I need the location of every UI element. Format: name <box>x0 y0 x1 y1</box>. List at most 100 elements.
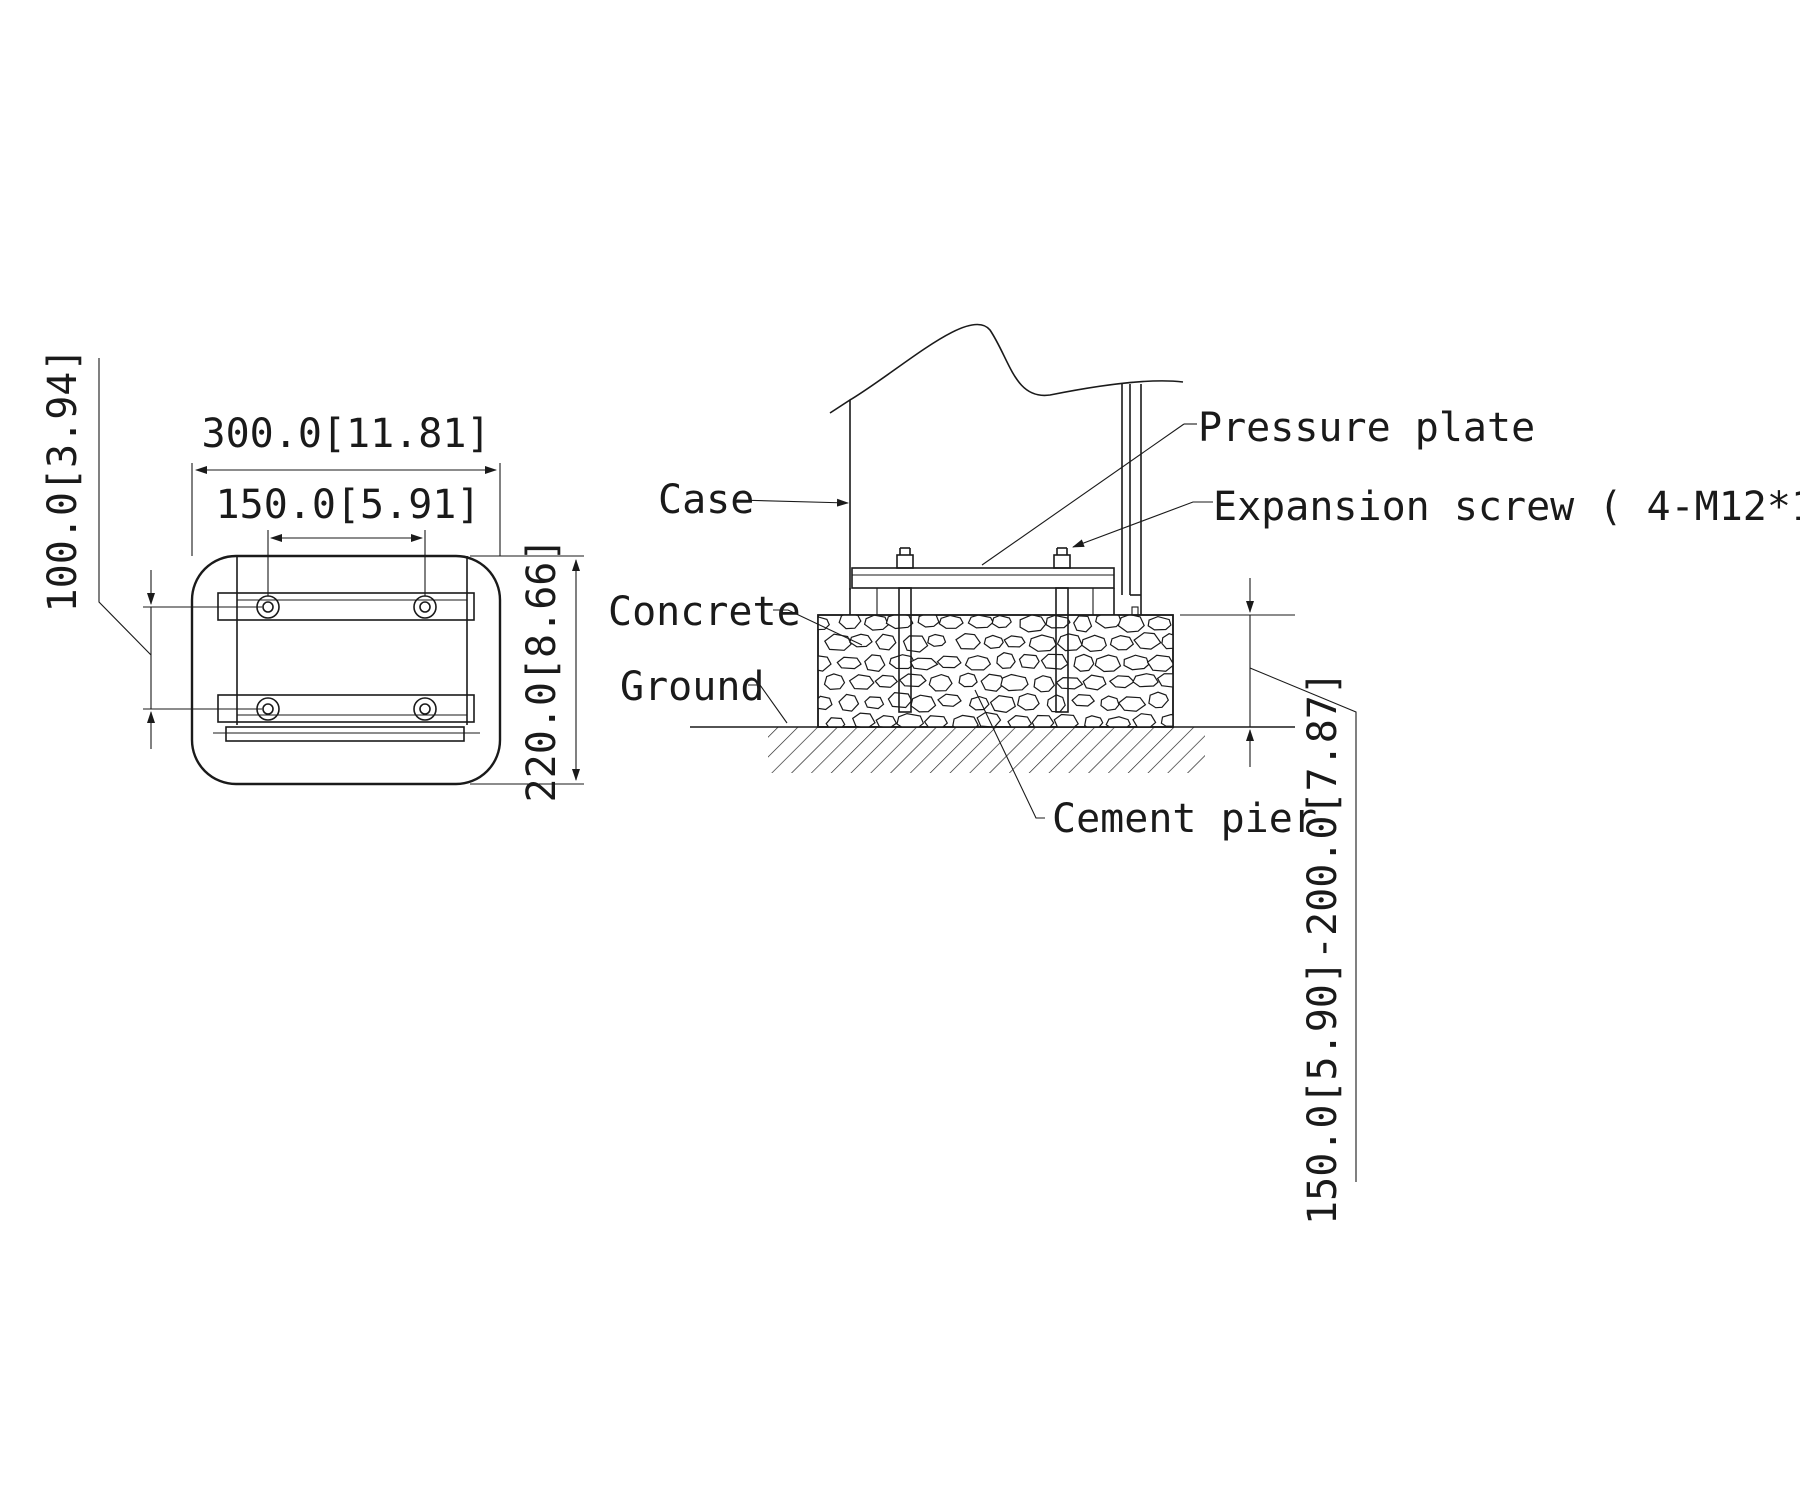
aggregate-stone <box>983 634 1004 650</box>
ground-label: Ground <box>620 664 765 710</box>
cement-pier-label: Cement pier <box>1052 796 1317 842</box>
aggregate-stone <box>1095 615 1122 629</box>
aggregate-stone <box>1071 693 1096 707</box>
aggregate-stone <box>875 714 898 727</box>
bolt-hole <box>413 595 437 619</box>
aggregate-stone <box>1084 715 1104 727</box>
top-view: 300.0[11.81] 150.0[5.91] 220.0[8.66] 100… <box>40 348 584 803</box>
aggregate-stone <box>910 694 937 713</box>
aggregate-stone <box>888 654 917 670</box>
depth-dimension: 220.0[8.66] <box>519 538 565 803</box>
aggregate-stone <box>1132 673 1159 688</box>
aggregate-stone <box>1073 615 1093 633</box>
aggregate-stone <box>1019 615 1047 633</box>
aggregate-stone <box>836 656 862 670</box>
expansion-screw-label: Expansion screw ( 4-M12*160) <box>1213 484 1800 530</box>
aggregate-stone <box>958 672 978 688</box>
aggregate-stone <box>909 657 939 671</box>
aggregate-stone <box>1146 654 1173 672</box>
aggregate-stone <box>875 633 897 651</box>
pier-height-dimension: 150.0[5.90]-200.0[7.87] <box>1300 671 1346 1225</box>
aggregate-stone <box>1031 714 1055 727</box>
bolt-hole <box>413 697 437 721</box>
aggregate-stone <box>1133 632 1162 650</box>
aggregate-stone <box>927 633 947 647</box>
aggregate-stone <box>896 712 925 727</box>
aggregate-stone <box>818 616 831 631</box>
aggregate-stone <box>938 615 964 629</box>
expansion-screw-right <box>1053 547 1071 713</box>
aggregate-stone <box>824 633 852 651</box>
aggregate-stone <box>1161 633 1173 650</box>
aggregate-stone <box>864 696 885 710</box>
aggregate-stone <box>968 695 990 711</box>
case-label: Case <box>658 477 754 523</box>
aggregate-stone <box>1081 634 1107 653</box>
aggregate-stone <box>923 715 949 727</box>
aggregate-stone <box>936 655 962 669</box>
aggregate-stone <box>967 615 994 629</box>
aggregate-stone <box>1117 615 1145 633</box>
width-dimension: 300.0[11.81] <box>202 411 491 457</box>
cement-pier <box>817 614 1174 728</box>
aggregate-stone <box>1082 674 1107 691</box>
aggregate-stone <box>1147 615 1172 631</box>
aggregate-stone <box>1000 673 1029 692</box>
aggregate-stone <box>1148 691 1170 709</box>
aggregate-stone <box>1045 615 1071 629</box>
hole-spacing-dimension: 150.0[5.91] <box>216 482 481 528</box>
aggregate-stone <box>1028 634 1057 652</box>
aggregate-stone <box>1156 673 1173 688</box>
aggregate-stone <box>1007 714 1033 727</box>
case-outline <box>190 554 502 786</box>
aggregate-stone <box>989 694 1017 714</box>
pressure-plate-label: Pressure plate <box>1198 405 1535 451</box>
aggregate-stone <box>848 674 875 690</box>
aggregate-stone <box>917 615 940 628</box>
aggregate-stone <box>996 652 1016 670</box>
aggregate-stone <box>928 673 953 692</box>
aggregate-stone <box>838 693 860 712</box>
aggregate-stone <box>1117 696 1147 712</box>
aggregate-stone <box>1053 713 1079 727</box>
aggregate-stone <box>874 674 899 688</box>
aggregate-stone <box>1105 716 1132 727</box>
aggregate-stone <box>823 673 846 691</box>
aggregate-stone <box>980 673 1006 692</box>
aggregate-stone <box>1109 634 1135 651</box>
rail-spacing-dimension: 100.0[3.94] <box>40 348 86 613</box>
aggregate-stone <box>864 654 886 672</box>
aggregate-stone <box>1100 695 1120 712</box>
aggregate-stone <box>818 695 833 711</box>
aggregate-stone <box>887 691 913 709</box>
aggregate-stone <box>825 717 846 727</box>
aggregate-stone <box>898 673 927 688</box>
aggregate-stone <box>1094 654 1122 673</box>
aggregate-stone <box>1073 653 1095 672</box>
aggregate-stone <box>955 632 981 650</box>
ground-hatch <box>768 727 1205 773</box>
expansion-screw-left <box>896 547 914 713</box>
aggregate-stone <box>1033 675 1056 693</box>
aggregate-stone <box>1123 654 1150 671</box>
aggregate-stone <box>952 714 979 727</box>
aggregate-stone <box>1016 692 1040 711</box>
side-view: Pressure plate Expansion screw ( 4-M12*1… <box>608 323 1800 1225</box>
aggregate-stone <box>1040 653 1069 670</box>
aggregate-stone <box>1108 675 1135 689</box>
aggregate-stone <box>818 655 832 672</box>
aggregate-stone <box>964 655 992 671</box>
aggregate-stone <box>902 635 929 653</box>
case-body <box>829 323 1184 616</box>
aggregate-stone <box>863 615 890 631</box>
aggregate-stones <box>818 615 1173 727</box>
pressure-plate <box>849 567 1115 615</box>
aggregate-stone <box>1018 653 1040 669</box>
aggregate-stone <box>937 693 962 707</box>
aggregate-stone <box>1160 713 1173 727</box>
aggregate-stone <box>1003 635 1026 648</box>
aggregate-stone <box>1132 713 1157 727</box>
aggregate-stone <box>1055 676 1084 690</box>
